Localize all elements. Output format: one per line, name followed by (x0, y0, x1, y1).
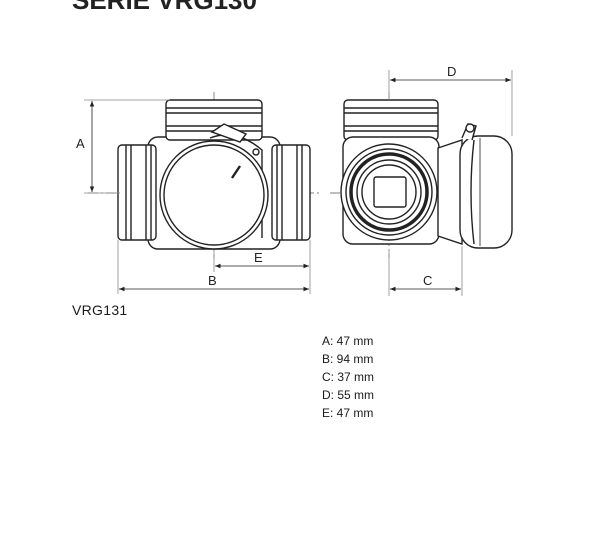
front-view (88, 92, 322, 258)
model-name: VRG131 (72, 302, 128, 318)
dimension-label-c: C (423, 273, 432, 288)
dimension-a (84, 99, 170, 194)
dimension-item-e: E: 47 mm (322, 406, 374, 420)
dimension-label-e: E (254, 250, 263, 265)
dimension-list: A: 47 mm B: 94 mm C: 37 mm D: 55 mm E: 4… (322, 332, 374, 422)
dimension-label-d: D (447, 64, 456, 79)
dimension-e (213, 240, 311, 294)
dimension-d (388, 70, 513, 136)
dimension-item-b: B: 94 mm (322, 352, 374, 366)
dimension-label-a: A (76, 136, 85, 151)
dimension-label-b: B (208, 273, 217, 288)
header-title-fragment: SERIE VRG130 (72, 0, 257, 15)
valve-technical-drawing: SERIE VRG130 (72, 0, 513, 296)
dimension-item-d: D: 55 mm (322, 388, 375, 402)
dimension-c (388, 246, 463, 296)
dimension-item-a: A: 47 mm (322, 334, 374, 348)
dimension-b (117, 240, 309, 294)
dimension-item-c: C: 37 mm (322, 370, 375, 384)
side-view (330, 92, 513, 258)
